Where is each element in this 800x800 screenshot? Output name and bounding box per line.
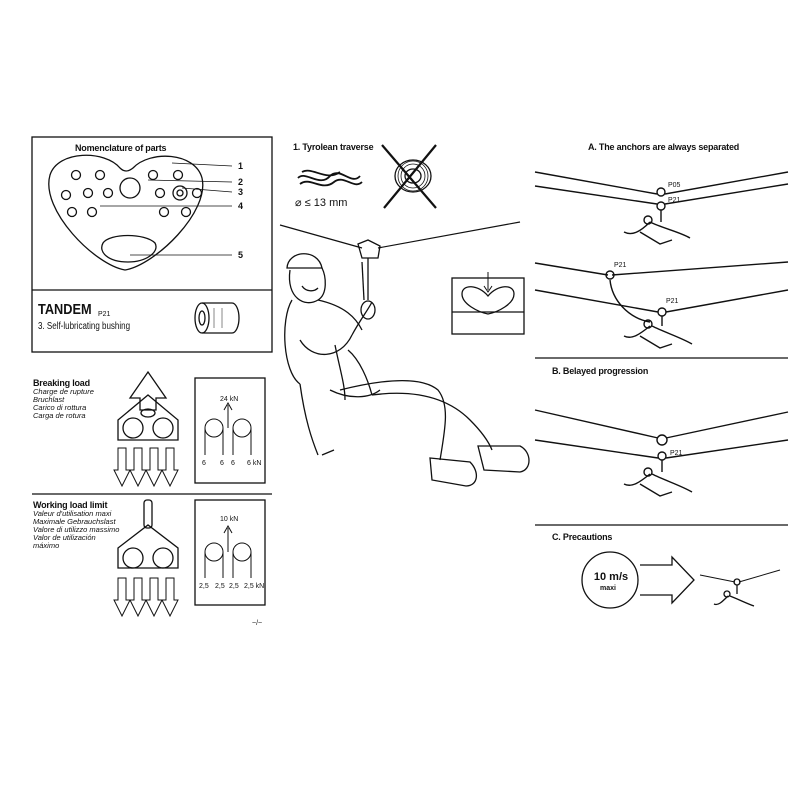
label-p05: P05 <box>668 182 681 189</box>
breaking-load-it: Carico di rottura <box>33 403 87 412</box>
callout-4: 4 <box>238 201 244 211</box>
rope-coil-drawing <box>297 169 363 187</box>
breaking-load-fr: Charge de rupture <box>33 387 94 396</box>
section-a-figure-2 <box>534 261 789 349</box>
section-b-title: B. Belayed progression <box>552 366 649 376</box>
working-load-value-1: 2,5 <box>199 583 209 590</box>
section-b-figure <box>534 409 789 497</box>
section-a-figure-1 <box>534 171 789 245</box>
callout-5: 5 <box>238 250 244 260</box>
product-model: P21 <box>98 311 111 318</box>
callout-2: 2 <box>238 177 244 187</box>
working-load-es: Valor de utilización <box>33 533 96 542</box>
breaking-load-legend: Breaking load Charge de rupture Bruchlas… <box>33 378 94 420</box>
working-load-top-value: 10 kN <box>220 516 239 523</box>
page-mark: ~/~ <box>252 620 263 627</box>
working-load-value-2: 2,5 <box>215 583 225 590</box>
breaking-load-value-2: 6 <box>220 460 224 467</box>
working-load-it: Valore di utilizzo massimo <box>33 525 120 534</box>
callout-lines <box>100 162 233 256</box>
working-load-diagram <box>113 499 179 618</box>
breaking-load-title: Breaking load <box>33 378 90 388</box>
working-load-schematic <box>204 524 252 578</box>
bushing-diagram <box>194 302 240 334</box>
nomenclature-frame <box>31 136 273 353</box>
working-load-de: Maximale Gebrauchslast <box>33 517 116 526</box>
tyrolean-traverse-figure <box>279 221 530 487</box>
working-load-legend: Working load limit Valeur d'utilisation … <box>33 500 119 550</box>
label-p21-a2: P21 <box>614 262 627 269</box>
breaking-load-value-1: 6 <box>202 460 206 467</box>
breaking-load-value-4: 6 kN <box>247 460 262 467</box>
section-c-title: C. Precautions <box>552 532 613 542</box>
bushing-label: 3. Self-lubricating bushing <box>38 321 131 332</box>
breaking-load-de: Bruchlast <box>33 395 65 404</box>
breaking-load-es: Carga de rotura <box>33 411 86 420</box>
callout-3: 3 <box>238 187 244 197</box>
callout-1: 1 <box>238 161 244 171</box>
nomenclature-title: Nomenclature of parts <box>75 143 167 153</box>
working-load-value-3: 2,5 <box>229 583 239 590</box>
working-load-fr: Valeur d'utilisation maxi <box>33 509 112 518</box>
speed-limit-sub: maxi <box>600 585 616 592</box>
section-a-title: A. The anchors are always separated <box>588 142 740 152</box>
rope-diameter-spec: ⌀ ≤ 13 mm <box>295 197 348 209</box>
label-p21-a3: P21 <box>666 298 679 305</box>
working-load-es-2: máximo <box>33 541 60 550</box>
breaking-load-value-3: 6 <box>231 460 235 467</box>
product-name: TANDEM <box>38 301 92 318</box>
breaking-load-box <box>194 377 266 484</box>
pulley-plate-diagram <box>48 154 204 271</box>
breaking-load-top-value: 24 kN <box>220 396 239 403</box>
speed-limit-figure <box>581 551 781 609</box>
working-load-title: Working load limit <box>33 500 108 510</box>
breaking-load-schematic <box>204 401 252 455</box>
label-p21-b: P21 <box>670 450 683 457</box>
speed-limit-value: 10 m/s <box>593 571 629 583</box>
no-drum-drawing <box>381 144 437 209</box>
pulley-inset <box>451 272 525 335</box>
working-load-box <box>194 499 266 606</box>
tyrolean-title: 1. Tyrolean traverse <box>293 142 374 152</box>
working-load-value-4: 2,5 kN <box>244 583 265 590</box>
breaking-load-diagram <box>113 370 179 488</box>
label-p21-a1: P21 <box>668 197 681 204</box>
